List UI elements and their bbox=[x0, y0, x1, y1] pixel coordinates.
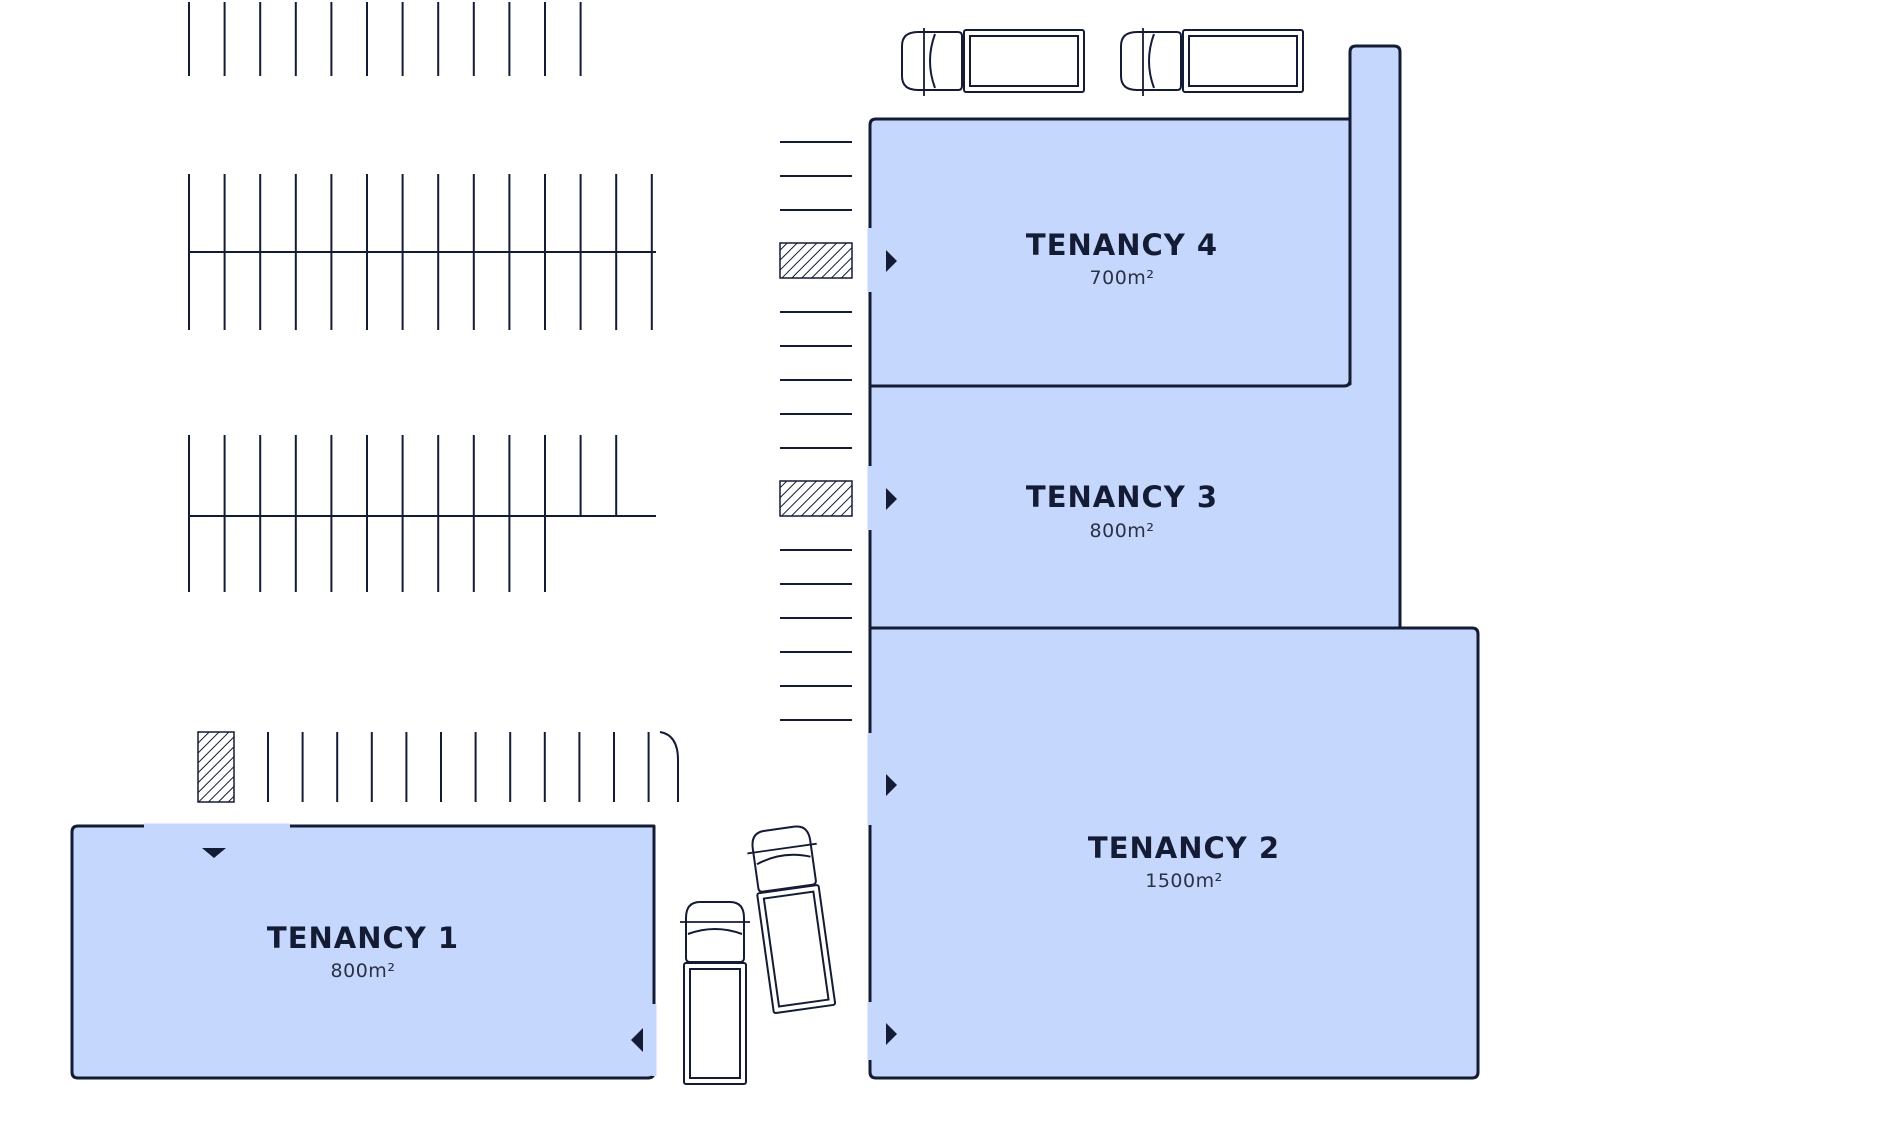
entry-arrow-icon bbox=[886, 1023, 897, 1045]
entry-arrow-icon bbox=[886, 250, 897, 272]
truck-icon bbox=[901, 28, 1085, 96]
tenancy-3-name: TENANCY 3 bbox=[1026, 480, 1218, 514]
parking-row-2 bbox=[188, 174, 656, 330]
tenancy-3-label: TENANCY 3 800m² bbox=[1026, 480, 1218, 542]
tenancy-1-name: TENANCY 1 bbox=[267, 921, 459, 955]
entry-arrows bbox=[202, 250, 897, 1052]
accessible-parking-bay-2 bbox=[779, 242, 853, 279]
tenancy-4-label: TENANCY 4 700m² bbox=[1026, 228, 1218, 289]
truck-icon bbox=[747, 825, 837, 1015]
tenancy-3-4-building bbox=[868, 44, 1402, 630]
parking-column-west bbox=[779, 141, 853, 721]
door-openings bbox=[144, 228, 873, 1076]
tenancy-2-label: TENANCY 2 1500m² bbox=[1088, 831, 1280, 892]
parking-row-bottom bbox=[197, 731, 679, 803]
entry-arrow-icon bbox=[631, 1028, 643, 1052]
tenancy-4-area: 700m² bbox=[1090, 267, 1155, 289]
truck-icon bbox=[1120, 28, 1304, 96]
tenancy-2-shape bbox=[868, 626, 1480, 1080]
tenancy-2-name: TENANCY 2 bbox=[1088, 831, 1280, 865]
entry-arrow-icon bbox=[202, 848, 226, 858]
tenancy-3-area: 800m² bbox=[1090, 520, 1155, 542]
entry-arrow-icon bbox=[886, 774, 897, 796]
parking-row-top bbox=[188, 2, 582, 76]
accessible-parking-bay-3 bbox=[779, 480, 853, 517]
tenancy-4-name: TENANCY 4 bbox=[1026, 228, 1218, 262]
tenancy-3-shape bbox=[868, 44, 1402, 630]
tenancy-1-area: 800m² bbox=[331, 960, 396, 982]
parking-row-end-curve bbox=[659, 731, 679, 802]
accessible-parking-bay-1 bbox=[197, 731, 235, 803]
entry-arrow-icon bbox=[886, 488, 897, 510]
tenancy-2-area: 1500m² bbox=[1145, 870, 1222, 892]
truck-icon bbox=[680, 901, 750, 1085]
parking-row-3 bbox=[188, 435, 656, 592]
tenancy-4-shape bbox=[868, 117, 1352, 388]
tenancy-1-label: TENANCY 1 800m² bbox=[267, 921, 459, 982]
